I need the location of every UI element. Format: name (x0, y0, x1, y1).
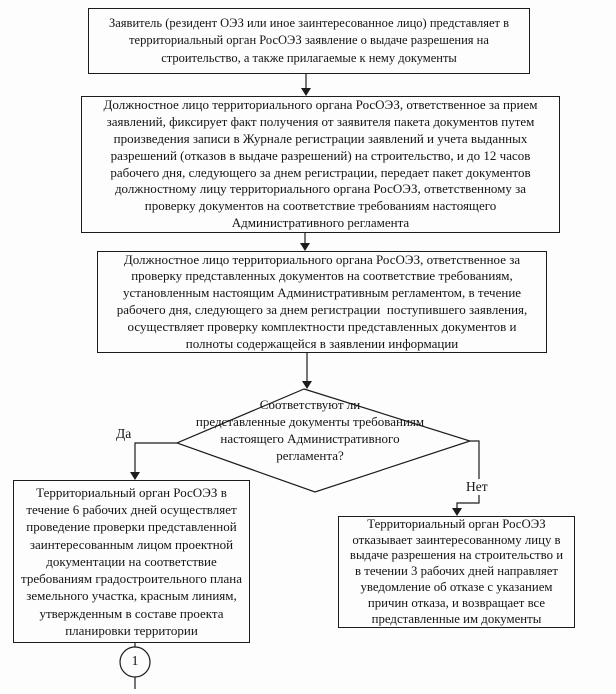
flow-node-refuse-text: Территориальный орган РосОЭЗ отказывает … (349, 516, 564, 626)
arrow-down-icon (301, 88, 311, 96)
arrow-down-icon (452, 508, 462, 516)
branch-label-yes: Да (116, 426, 132, 441)
flow-node-refuse: Территориальный орган РосОЭЗ отказывает … (338, 516, 575, 628)
flow-node-completeness-check: Должностное лицо территориального органа… (97, 251, 547, 353)
flow-node-approve: Территориальный орган РосОЭЗ в течение 6… (13, 480, 250, 643)
decision-question-text: Соответствуют ли представленные документ… (195, 397, 425, 463)
flow-node-completeness-check-text: Должностное лицо территориального органа… (116, 251, 528, 351)
arrow-down-icon (302, 381, 312, 389)
arrow-down-icon (130, 472, 140, 480)
flow-node-approve-text: Территориальный орган РосОЭЗ в течение 6… (21, 484, 242, 639)
flow-node-start: Заявитель (резидент ОЭЗ или иное заинтер… (88, 8, 530, 74)
arrow-down-icon (300, 243, 310, 251)
offpage-connector-label: 1 (131, 654, 139, 669)
arrow-decision-no (452, 440, 480, 516)
decision-diamond (175, 388, 472, 493)
branch-label-no: Нет (464, 479, 490, 495)
arrow-decision-yes (130, 442, 177, 480)
offpage-connector-shape (119, 643, 151, 689)
arrow-start-to-register (301, 74, 311, 96)
flow-node-register: Должностное лицо территориального органа… (81, 96, 560, 233)
arrow-register-to-check (300, 233, 310, 251)
flow-node-start-text: Заявитель (резидент ОЭЗ или иное заинтер… (109, 15, 509, 65)
flow-node-register-text: Должностное лицо территориального органа… (103, 96, 538, 231)
arrow-check-to-decision (302, 353, 312, 389)
